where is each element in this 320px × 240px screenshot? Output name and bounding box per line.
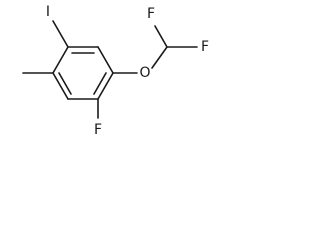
iodine-atom-label: I [46, 4, 50, 20]
iodine-bond [52, 20, 69, 48]
fluorine-atom-label-left: F [147, 6, 155, 22]
ring-bond-top-left [52, 46, 69, 74]
oxygen-to-carbon-bond [151, 46, 168, 69]
molecule-structure-diagram: I O F F F [22, 4, 209, 138]
carbon-to-fluorine-left-bond [154, 25, 168, 48]
fluorine-atom-label-right: F [201, 39, 209, 55]
ring-bond-top-right [97, 46, 114, 74]
oxygen-atom-label: O [139, 65, 150, 81]
ring-bond-bottom-left [52, 72, 69, 100]
ring-double-bond-inner-right [93, 72, 107, 95]
ring-double-bond-inner-left [58, 72, 72, 95]
ring-bond-bottom-right [97, 72, 114, 100]
fluorine-atom-label-bottom: F [94, 122, 102, 138]
